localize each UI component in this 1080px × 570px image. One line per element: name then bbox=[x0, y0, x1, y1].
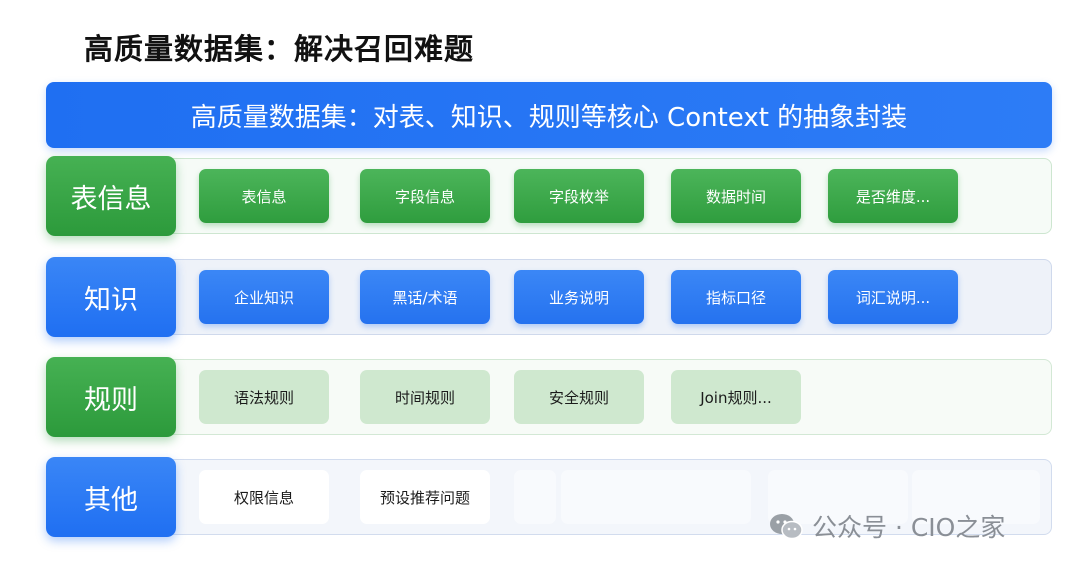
chip-security-rules: 安全规则 bbox=[514, 370, 644, 424]
chip-glossary: 词汇说明... bbox=[828, 270, 958, 324]
placeholder-chip bbox=[768, 470, 908, 524]
placeholder-chip bbox=[912, 470, 1040, 524]
chip-field-info: 字段信息 bbox=[360, 169, 490, 223]
wechat-icon bbox=[770, 514, 803, 540]
row-label: 表信息 bbox=[46, 156, 176, 236]
watermark: 公众号 · CIO之家 bbox=[768, 508, 1005, 544]
chip-enterprise-knowledge: 企业知识 bbox=[199, 270, 329, 324]
chip-join-rules: Join规则... bbox=[671, 370, 801, 424]
row-label: 规则 bbox=[46, 357, 176, 437]
chip-syntax-rules: 语法规则 bbox=[199, 370, 329, 424]
row-rules: 规则 语法规则 时间规则 安全规则 Join规则... bbox=[46, 357, 1052, 437]
placeholder-chip bbox=[561, 470, 751, 524]
row-label: 其他 bbox=[46, 457, 176, 537]
chip-is-dimension: 是否维度... bbox=[828, 169, 958, 223]
row-table-info: 表信息 表信息 字段信息 字段枚举 数据时间 是否维度... bbox=[46, 156, 1052, 236]
row-label: 知识 bbox=[46, 257, 176, 337]
chip-business-desc: 业务说明 bbox=[514, 270, 644, 324]
chip-data-time: 数据时间 bbox=[671, 169, 801, 223]
chip-metric-definition: 指标口径 bbox=[671, 270, 801, 324]
banner-text: 高质量数据集：对表、知识、规则等核心 Context 的抽象封装 bbox=[190, 102, 908, 133]
banner: 高质量数据集：对表、知识、规则等核心 Context 的抽象封装 bbox=[46, 82, 1052, 148]
row-knowledge: 知识 企业知识 黑话/术语 业务说明 指标口径 词汇说明... bbox=[46, 257, 1052, 337]
chip-table-info: 表信息 bbox=[199, 169, 329, 223]
page-title: 高质量数据集：解决召回难题 bbox=[84, 32, 475, 66]
chip-field-enum: 字段枚举 bbox=[514, 169, 644, 223]
chip-jargon: 黑话/术语 bbox=[360, 270, 490, 324]
watermark-text: 公众号 · CIO之家 bbox=[812, 513, 1006, 542]
chip-time-rules: 时间规则 bbox=[360, 370, 490, 424]
placeholder-chip bbox=[514, 470, 556, 524]
row-other: 其他 权限信息 预设推荐问题 bbox=[46, 457, 1052, 537]
chip-permission-info: 权限信息 bbox=[199, 470, 329, 524]
chip-preset-questions: 预设推荐问题 bbox=[360, 470, 490, 524]
